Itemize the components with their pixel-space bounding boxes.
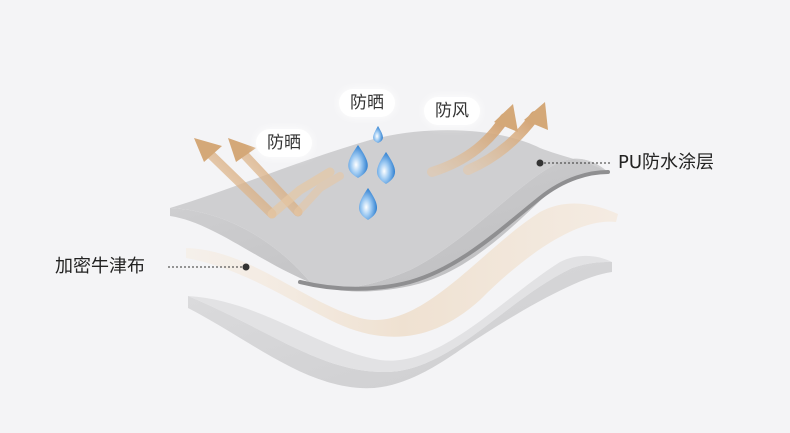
fabric-leader — [168, 263, 250, 271]
top-layer-edge — [298, 170, 610, 291]
top-layer-surface — [170, 130, 608, 289]
windproof-label: 防风 — [424, 97, 480, 125]
fabric-label: 加密牛津布 — [55, 256, 145, 277]
pu-coating-leader — [536, 159, 612, 167]
top-layer — [170, 158, 608, 292]
pu-coating-label: PU防水涂层 — [618, 152, 715, 173]
middle-layer — [186, 203, 618, 337]
wind-arrow-icon — [427, 102, 548, 177]
bottom-layer-top-face — [188, 255, 612, 372]
sunscreen-label-left: 防晒 — [256, 129, 312, 157]
water-drop-icon — [348, 126, 396, 220]
sun-arrow-icon — [194, 138, 344, 219]
bottom-layer — [188, 262, 612, 389]
sunscreen-label-top: 防晒 — [339, 89, 395, 117]
